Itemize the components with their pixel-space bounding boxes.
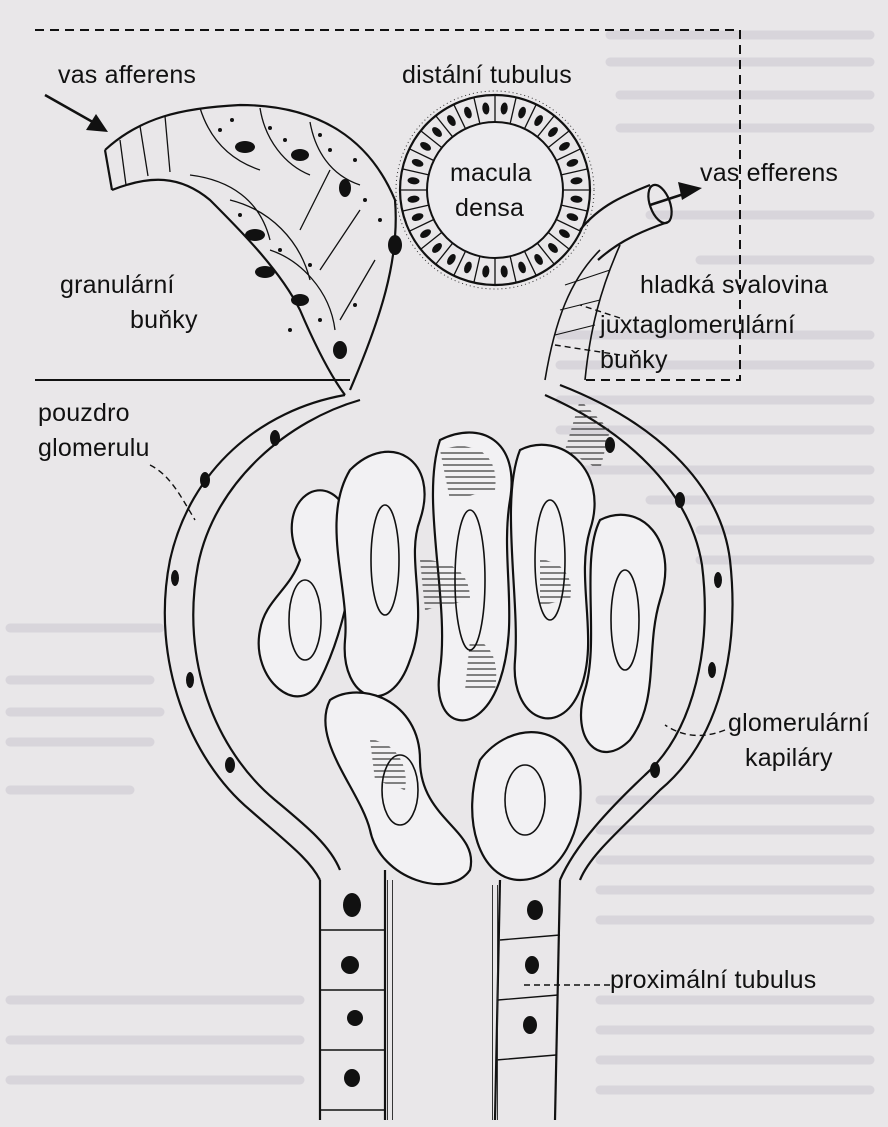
macula-densa-cell-border <box>556 149 580 161</box>
label-distal-tubulus: distální tubulus <box>402 60 572 91</box>
macula-densa-nucleus <box>419 140 433 152</box>
macula-densa-cell-border <box>556 220 580 232</box>
macula-densa-nucleus <box>419 227 433 239</box>
macula-densa-nucleus <box>407 195 420 203</box>
macula-densa-nucleus <box>500 265 508 278</box>
label-granularni: granulární <box>60 270 175 301</box>
macula-densa-cell-border <box>525 104 537 128</box>
macula-densa-nucleus <box>500 102 508 115</box>
macula-densa-nucleus <box>463 261 474 275</box>
macula-densa-nucleus <box>407 177 420 185</box>
macula-densa-cell-border <box>402 169 428 175</box>
label-pouzdro: pouzdro <box>38 398 130 429</box>
distal-tubule-ring <box>396 91 594 289</box>
label-glomerularni: glomerulární <box>728 708 869 739</box>
macula-densa-nucleus <box>532 252 544 266</box>
macula-densa-nucleus <box>482 102 490 115</box>
label-macula: macula <box>450 158 532 189</box>
label-proximalni-tubulus: proximální tubulus <box>610 965 816 996</box>
macula-densa-cell-border <box>474 97 480 123</box>
label-granularni-bunky: buňky <box>130 305 198 336</box>
macula-densa-cell-border <box>402 205 428 211</box>
macula-densa-cell-border <box>510 97 516 123</box>
macula-densa-nucleus <box>430 125 443 138</box>
macula-densa-cell-border <box>454 251 466 275</box>
macula-densa-nucleus <box>557 140 571 152</box>
macula-densa-cell-border <box>525 251 537 275</box>
label-juxtaglomerularni: juxtaglomerulární <box>600 310 795 341</box>
label-vas-afferens: vas afferens <box>58 60 196 91</box>
proximal-brush-border <box>385 880 500 1120</box>
granular-cell-nuclei <box>235 141 402 359</box>
macula-densa-nucleus <box>482 265 490 278</box>
macula-densa-cell-border <box>474 256 480 282</box>
macula-densa-nucleus <box>570 195 583 203</box>
macula-densa-nucleus <box>570 177 583 185</box>
macula-densa-nucleus <box>557 227 571 239</box>
macula-densa-nucleus <box>546 125 559 138</box>
macula-densa-nucleus <box>546 241 559 254</box>
macula-densa-cell-border <box>409 220 433 232</box>
macula-densa-nucleus <box>517 106 528 120</box>
macula-densa-nucleus <box>463 106 474 120</box>
macula-densa-cell-border <box>561 205 587 211</box>
label-densa: densa <box>455 193 524 224</box>
label-vas-efferens: vas efferens <box>700 158 838 189</box>
macula-densa-nucleus <box>517 261 528 275</box>
macula-densa-nucleus <box>411 158 425 169</box>
macula-densa-nucleus <box>411 212 425 223</box>
vas-afferens-arrow <box>45 95 108 132</box>
macula-densa-cell-border <box>510 256 516 282</box>
label-glomerulu: glomerulu <box>38 433 150 464</box>
macula-densa-cell-border <box>454 104 466 128</box>
macula-densa-cell-border <box>561 169 587 175</box>
macula-densa-nucleus <box>566 212 580 223</box>
macula-densa-nucleus <box>532 114 544 128</box>
label-kapilary: kapiláry <box>745 743 833 774</box>
label-juxta-bunky: buňky <box>600 345 668 376</box>
macula-densa-nucleus <box>445 252 457 266</box>
macula-densa-nucleus <box>445 114 457 128</box>
macula-densa-nucleus <box>430 241 443 254</box>
macula-densa-cell-border <box>409 149 433 161</box>
label-hladka-svalovina: hladká svalovina <box>640 270 828 301</box>
macula-densa-nucleus <box>566 158 580 169</box>
